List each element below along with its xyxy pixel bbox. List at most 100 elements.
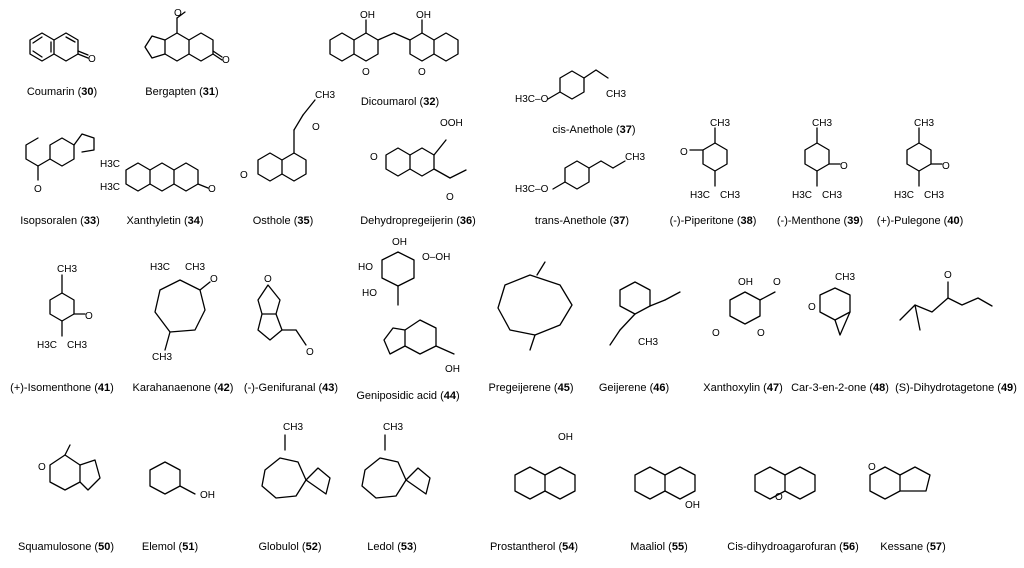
atom-label: OOH	[440, 118, 463, 129]
atom-label: O	[446, 192, 454, 203]
atom-label: O	[306, 347, 314, 358]
caption-genifuranal: (-)-Genifuranal (43)	[243, 382, 339, 394]
atom-label: OH	[685, 500, 700, 511]
atom-label: CH3	[315, 90, 335, 101]
structure-osthole: CH3 O O	[240, 90, 335, 182]
caption-xanthyletin: Xanthyletin (34)	[126, 215, 204, 227]
structure-kessane: O	[868, 462, 931, 500]
atom-label: OH	[445, 364, 460, 375]
atom-label: H3C–O	[515, 94, 549, 105]
atom-label: CH3	[283, 422, 303, 433]
structure-coumarin: O	[29, 32, 96, 65]
atom-label: H3C	[37, 340, 57, 351]
structure-globulol: CH3	[261, 422, 331, 499]
atom-label: O	[868, 462, 876, 473]
caption-geijerene: Geijerene (46)	[598, 382, 670, 394]
structure-pregeijerene	[497, 261, 573, 351]
atom-label: O	[840, 161, 848, 172]
atom-label: H3C–O	[515, 184, 549, 195]
atom-label: O	[240, 170, 248, 181]
structure-elemol: OH	[149, 461, 215, 501]
atom-label: CH3	[606, 89, 626, 100]
atom-label: O	[712, 328, 720, 339]
caption-maaliol: Maaliol (55)	[630, 541, 688, 553]
caption-xanthoxylin: Xanthoxylin (47)	[703, 382, 783, 394]
atom-label: O	[775, 492, 783, 503]
caption-isomenthone: (+)-Isomenthone (41)	[10, 382, 114, 394]
atom-label: O	[88, 54, 96, 65]
structure-prostantherol: OH	[514, 432, 576, 500]
atom-label: CH3	[152, 352, 172, 363]
atom-label: CH3	[638, 337, 658, 348]
structure-ledol: CH3	[361, 422, 431, 499]
caption-coumarin: Coumarin (30)	[26, 86, 98, 98]
structure-dehydropregeijerin: OOH O O	[370, 118, 467, 203]
caption-cis-dihydroagarofuran: Cis-dihydroagarofuran (56)	[727, 541, 859, 553]
caption-karahanaenone: Karahanaenone (42)	[132, 382, 234, 394]
atom-label: O	[680, 147, 688, 158]
atom-label: O	[34, 184, 42, 195]
caption-menthone: (-)-Menthone (39)	[776, 215, 864, 227]
structure-isomenthone: CH3 O H3C CH3	[37, 264, 93, 351]
structure-trans-anethole: H3C–O CH3	[515, 152, 645, 195]
atom-label: CH3	[625, 152, 645, 163]
atom-label: OH	[392, 237, 407, 248]
structure-squamulosone: O	[38, 444, 101, 491]
caption-kessane: Kessane (57)	[880, 541, 946, 553]
atom-label: O	[85, 311, 93, 322]
caption-pulegone: (+)-Pulegone (40)	[876, 215, 964, 227]
atom-label: O	[312, 122, 320, 133]
atom-label: O–OH	[422, 252, 450, 263]
atom-label: CH3	[924, 190, 944, 201]
caption-globulol: Globulol (52)	[258, 541, 322, 553]
caption-squamulosone: Squamulosone (50)	[17, 541, 115, 553]
structure-xanthyletin: H3C H3C O	[100, 159, 216, 195]
atom-label: O	[174, 8, 182, 19]
atom-label: OH	[738, 277, 753, 288]
atom-label: OH	[200, 490, 215, 501]
atom-label: OH	[360, 10, 375, 21]
caption-pregeijerene: Pregeijerene (45)	[488, 382, 574, 394]
structure-cis-dihydroagarofuran: O	[754, 466, 816, 503]
structure-dihydrotagetone: O	[899, 270, 993, 331]
atom-label: O	[773, 277, 781, 288]
atom-label: H3C	[150, 262, 170, 273]
atom-label: CH3	[914, 118, 934, 129]
atom-label: CH3	[720, 190, 740, 201]
caption-cis-anethole: cis-Anethole (37)	[552, 124, 636, 136]
caption-ledol: Ledol (53)	[367, 541, 417, 553]
structure-geijerene: CH3	[609, 281, 681, 348]
atom-label: H3C	[894, 190, 914, 201]
atom-label: O	[757, 328, 765, 339]
atom-label: O	[362, 67, 370, 78]
atom-label: O	[222, 55, 230, 66]
atom-label: CH3	[835, 272, 855, 283]
atom-label: OH	[416, 10, 431, 21]
atom-label: CH3	[710, 118, 730, 129]
atom-label: CH3	[67, 340, 87, 351]
structure-isopsoralen: O	[25, 133, 95, 195]
atom-label: O	[370, 152, 378, 163]
atom-label: O	[942, 161, 950, 172]
caption-dihydrotagetone: (S)-Dihydrotagetone (49)	[895, 382, 1017, 394]
caption-prostantherol: Prostantherol (54)	[489, 541, 579, 553]
caption-elemol: Elemol (51)	[141, 541, 199, 553]
structure-genifuranal: O O	[257, 274, 314, 358]
atom-label: OH	[558, 432, 573, 443]
caption-bergapten: Bergapten (31)	[145, 86, 219, 98]
structure-piperitone: CH3 O H3C CH3	[680, 118, 740, 201]
atom-label: CH3	[822, 190, 842, 201]
caption-isopsoralen: Isopsoralen (33)	[20, 215, 100, 227]
atom-label: O	[208, 184, 216, 195]
atom-label: H3C	[100, 182, 120, 193]
caption-dicoumarol: Dicoumarol (32)	[360, 96, 440, 108]
atom-label: CH3	[185, 262, 205, 273]
atom-label: O	[808, 302, 816, 313]
atom-label: CH3	[383, 422, 403, 433]
structure-xanthoxylin: OH O O O	[712, 277, 781, 339]
atom-label: H3C	[690, 190, 710, 201]
structure-car-3-en-2-one: CH3 O	[808, 272, 855, 336]
atom-label: HO	[358, 262, 373, 273]
structure-dicoumarol: OH OH O O	[329, 10, 459, 78]
